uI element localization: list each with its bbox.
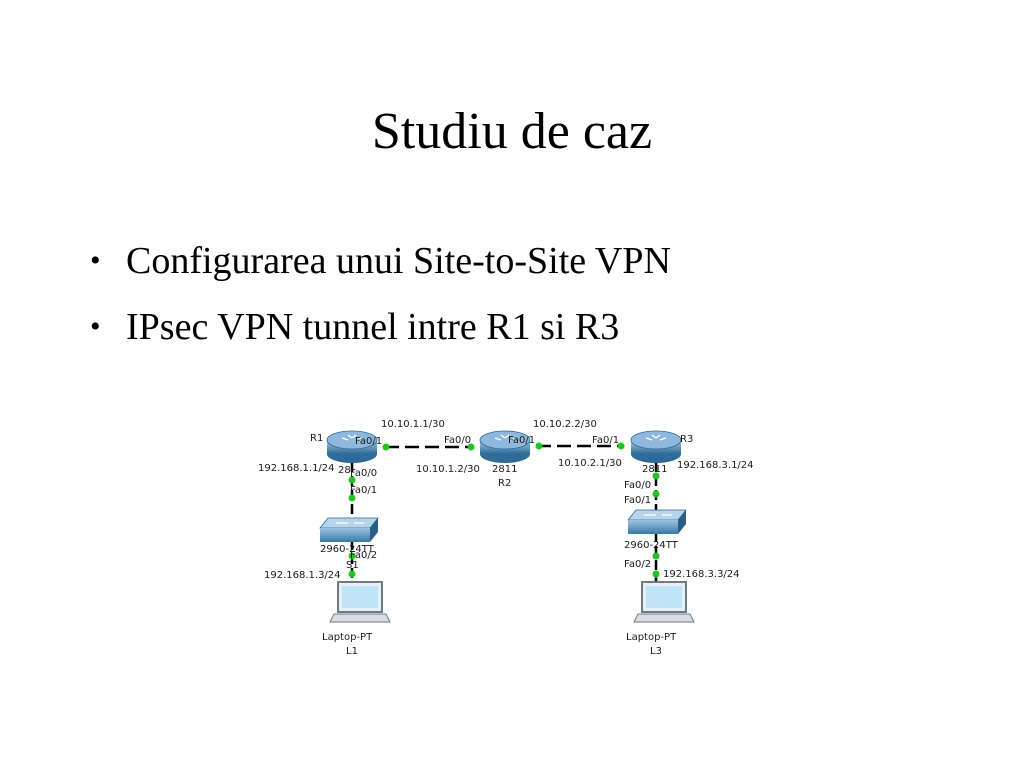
r1-lan-if: Fa0/0 [350, 468, 377, 479]
r3-lan-ip: 192.168.3.1/24 [677, 460, 754, 471]
s3-down-if: Fa0/2 [624, 559, 651, 570]
bullet-text: IPsec VPN tunnel intre R1 si R3 [126, 306, 620, 348]
l3-name: L3 [650, 646, 662, 657]
r1-model: 28 [338, 465, 351, 476]
r3-ip-wan: 10.10.2.1/30 [558, 458, 622, 469]
router-r2-icon [479, 430, 531, 463]
switch-s3-icon [627, 509, 687, 534]
r1-name: R1 [310, 433, 323, 444]
s1-model: 2960-24TT [320, 544, 375, 555]
r3-model: 2811 [642, 464, 667, 475]
bullet-text: Configurarea unui Site-to-Site VPN [126, 240, 671, 282]
laptop-l3-icon [633, 581, 695, 623]
router-r1-icon [326, 430, 378, 463]
r3-name: R3 [680, 434, 693, 445]
bullet-item: •Configurarea unui Site-to-Site VPN [90, 240, 671, 282]
router-r3-icon [630, 430, 682, 463]
s1-name: S1 [346, 560, 359, 571]
r2-if-left: Fa0/0 [444, 435, 471, 446]
r1-wan-if: Fa0/1 [355, 436, 382, 447]
l1-ip: 192.168.1.3/24 [264, 570, 341, 581]
switch-s1-icon [319, 517, 379, 542]
l1-name: L1 [346, 646, 358, 657]
r3-wan-if: Fa0/1 [592, 435, 619, 446]
l3-ip: 192.168.3.3/24 [663, 569, 740, 580]
l1-model: Laptop-PT [322, 632, 373, 643]
link-r1-r2-ip: 10.10.1.1/30 [381, 419, 445, 430]
r2-if-right: Fa0/1 [508, 435, 535, 446]
bullet-item: •IPsec VPN tunnel intre R1 si R3 [90, 306, 620, 348]
slide-title: Studiu de caz [371, 103, 653, 160]
link-r2-r3-ip: 10.10.2.2/30 [533, 419, 597, 430]
r2-name: R2 [498, 478, 511, 489]
r2-model: 2811 [492, 464, 517, 475]
laptop-l1-icon [329, 581, 391, 623]
link-lights [348, 442, 660, 578]
s3-up-if: Fa0/1 [624, 495, 651, 506]
network-topology-diagram: 10.10.1.1/30 10.10.2.2/30 R1 Fa0/1 192.1… [258, 419, 754, 657]
l3-model: Laptop-PT [626, 632, 677, 643]
bullet-list: •Configurarea unui Site-to-Site VPN •IPs… [86, 228, 671, 360]
s1-down-if: Fa0/2 [350, 550, 377, 561]
s1-up-if: Fa0/1 [350, 485, 377, 496]
r2-ip-left: 10.10.1.2/30 [416, 464, 480, 475]
r1-lan-ip: 192.168.1.1/24 [258, 463, 335, 474]
r3-lan-if: Fa0/0 [624, 480, 651, 491]
s3-model: 2960-24TT [624, 540, 679, 551]
